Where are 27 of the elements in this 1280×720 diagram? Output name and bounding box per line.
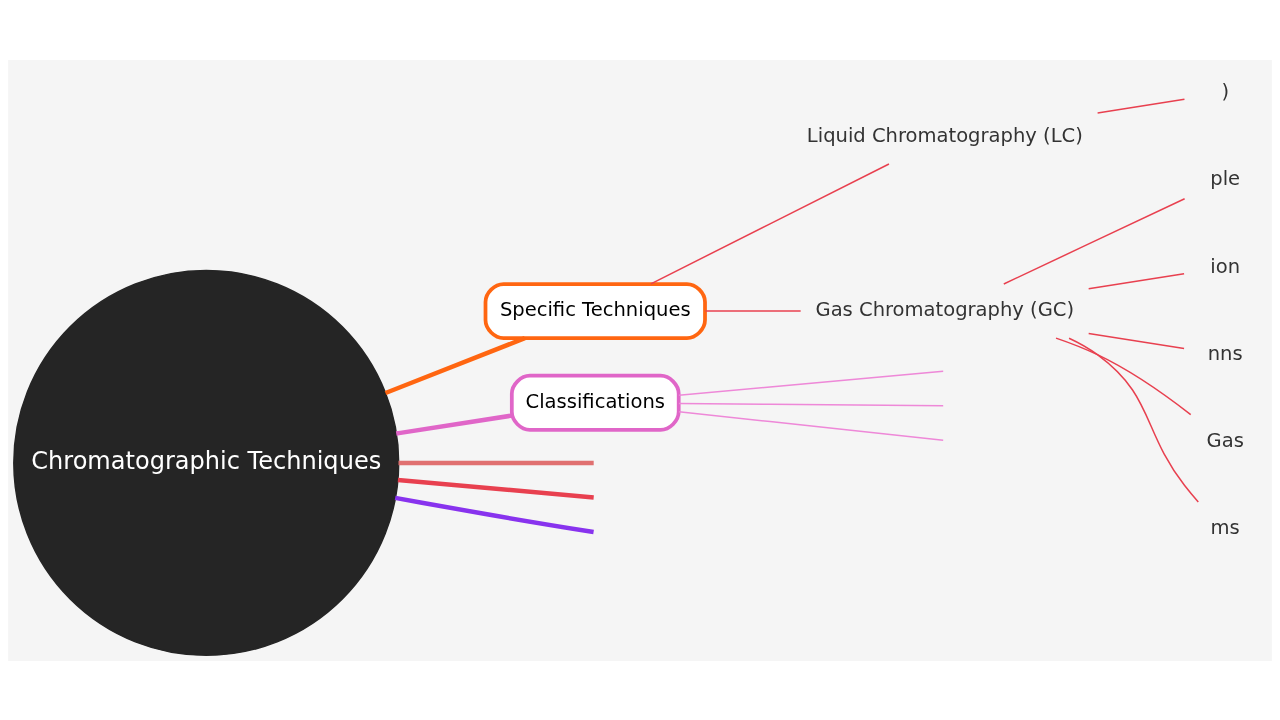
connector bbox=[398, 460, 594, 465]
connector bbox=[678, 402, 944, 407]
node-box: Classifications bbox=[509, 373, 681, 432]
node-text: Gas Chromatography (GC) bbox=[815, 297, 1075, 321]
connector bbox=[1068, 336, 1200, 503]
node-text: ) bbox=[1221, 79, 1230, 103]
node-text: ion bbox=[1210, 254, 1241, 278]
node-text: Liquid Chromatography (LC) bbox=[806, 123, 1083, 147]
connector bbox=[650, 162, 890, 285]
connector bbox=[678, 410, 944, 441]
node-text: ms bbox=[1210, 515, 1240, 539]
node-text: ple bbox=[1210, 166, 1241, 190]
node-circle: Chromatographic Techniques bbox=[13, 269, 400, 656]
connector bbox=[395, 412, 512, 436]
connector bbox=[1087, 272, 1185, 289]
node-box: Specific Techniques bbox=[483, 281, 707, 340]
node-text: nns bbox=[1207, 341, 1243, 365]
node-text: Gas bbox=[1206, 428, 1244, 452]
connector bbox=[1096, 98, 1186, 114]
connector bbox=[704, 309, 802, 312]
connector bbox=[678, 370, 944, 396]
connector bbox=[394, 495, 594, 534]
connector bbox=[1003, 197, 1186, 285]
connector bbox=[384, 335, 526, 395]
connector bbox=[1087, 332, 1185, 349]
connector bbox=[1055, 336, 1192, 415]
connector bbox=[397, 477, 594, 500]
